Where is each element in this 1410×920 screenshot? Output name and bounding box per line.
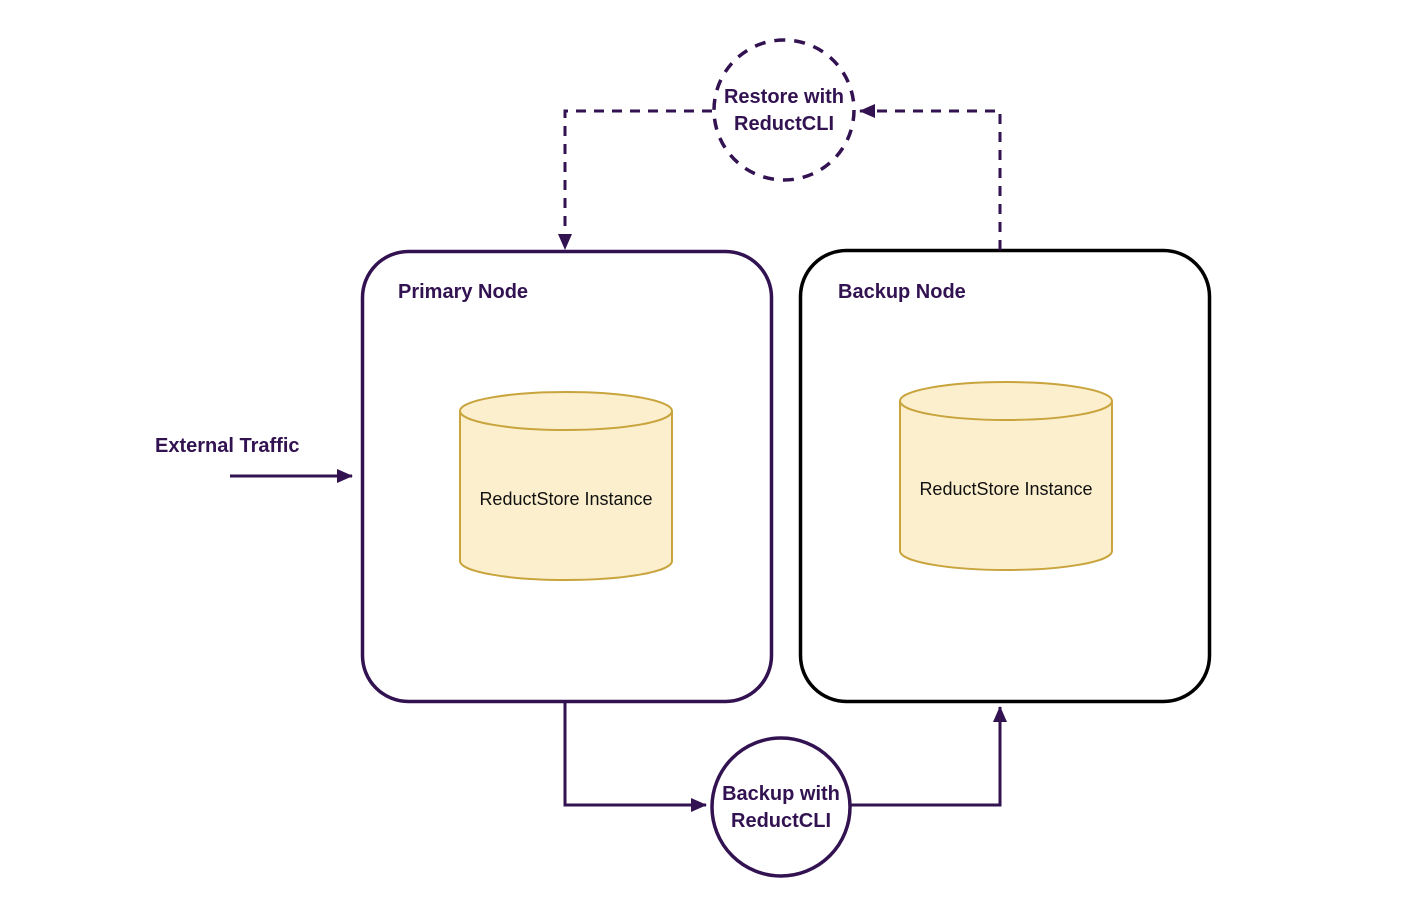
primary-node-title: Primary Node — [398, 281, 529, 303]
restore-arrow-circle-to-primary-node — [558, 109, 712, 250]
backup-process-circle — [710, 736, 852, 878]
restore-arrow-backup-node-to-circle — [859, 104, 1002, 250]
backup-arrow-circle-to-backup-node — [850, 706, 1007, 807]
restore-circle-label-line1: Restore with — [723, 86, 845, 108]
backup-circle-label: Backup with ReductCLI — [709, 781, 853, 835]
restore-circle-label: Restore with ReductCLI — [712, 84, 856, 138]
backup-database-cylinder-icon — [899, 381, 1113, 571]
external-traffic-label: External Traffic — [155, 435, 300, 457]
restore-circle-label-line2: ReductCLI — [734, 113, 834, 135]
primary-instance-label: ReductStore Instance — [479, 489, 653, 509]
backup-instance-label: ReductStore Instance — [919, 479, 1093, 499]
backup-arrow-primary-to-circle — [563, 702, 707, 812]
primary-database-cylinder-icon — [459, 391, 673, 581]
restore-process-circle — [712, 38, 856, 182]
backup-circle-label-line1: Backup with — [722, 783, 840, 805]
backup-circle-label-line2: ReductCLI — [731, 810, 831, 832]
backup-node-title: Backup Node — [838, 281, 966, 303]
